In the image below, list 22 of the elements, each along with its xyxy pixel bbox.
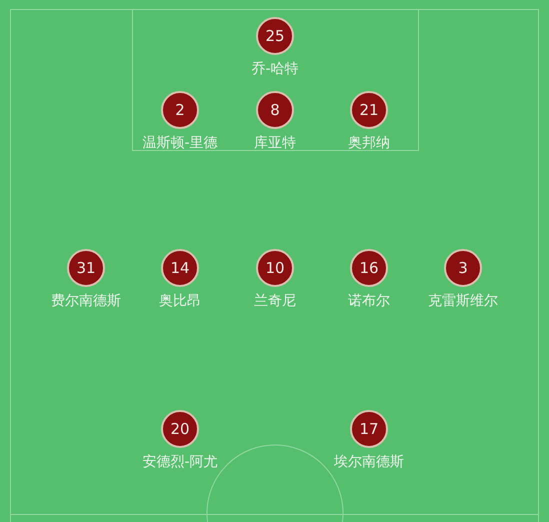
player-name: 兰奇尼 bbox=[254, 292, 296, 310]
player-name: 库亚特 bbox=[254, 134, 296, 152]
player-marker: 25 bbox=[256, 17, 294, 55]
player-name: 奥比昂 bbox=[159, 292, 201, 310]
player-name: 克雷斯维尔 bbox=[428, 292, 498, 310]
player-name: 诺布尔 bbox=[348, 292, 390, 310]
player-marker: 14 bbox=[161, 249, 199, 287]
player-marker: 21 bbox=[350, 91, 388, 129]
player-name: 温斯顿-里德 bbox=[142, 134, 218, 152]
player-name: 费尔南德斯 bbox=[51, 292, 121, 310]
player-marker: 3 bbox=[444, 249, 482, 287]
player-name: 安德烈-阿尤 bbox=[142, 453, 218, 471]
player-name: 埃尔南德斯 bbox=[334, 453, 404, 471]
player-marker: 20 bbox=[161, 410, 199, 448]
player-name: 乔-哈特 bbox=[251, 60, 299, 78]
player-marker: 17 bbox=[350, 410, 388, 448]
player-marker: 8 bbox=[256, 91, 294, 129]
player-marker: 31 bbox=[67, 249, 105, 287]
player-name: 奥邦纳 bbox=[348, 134, 390, 152]
player-marker: 16 bbox=[350, 249, 388, 287]
player-marker: 10 bbox=[256, 249, 294, 287]
player-marker: 2 bbox=[161, 91, 199, 129]
